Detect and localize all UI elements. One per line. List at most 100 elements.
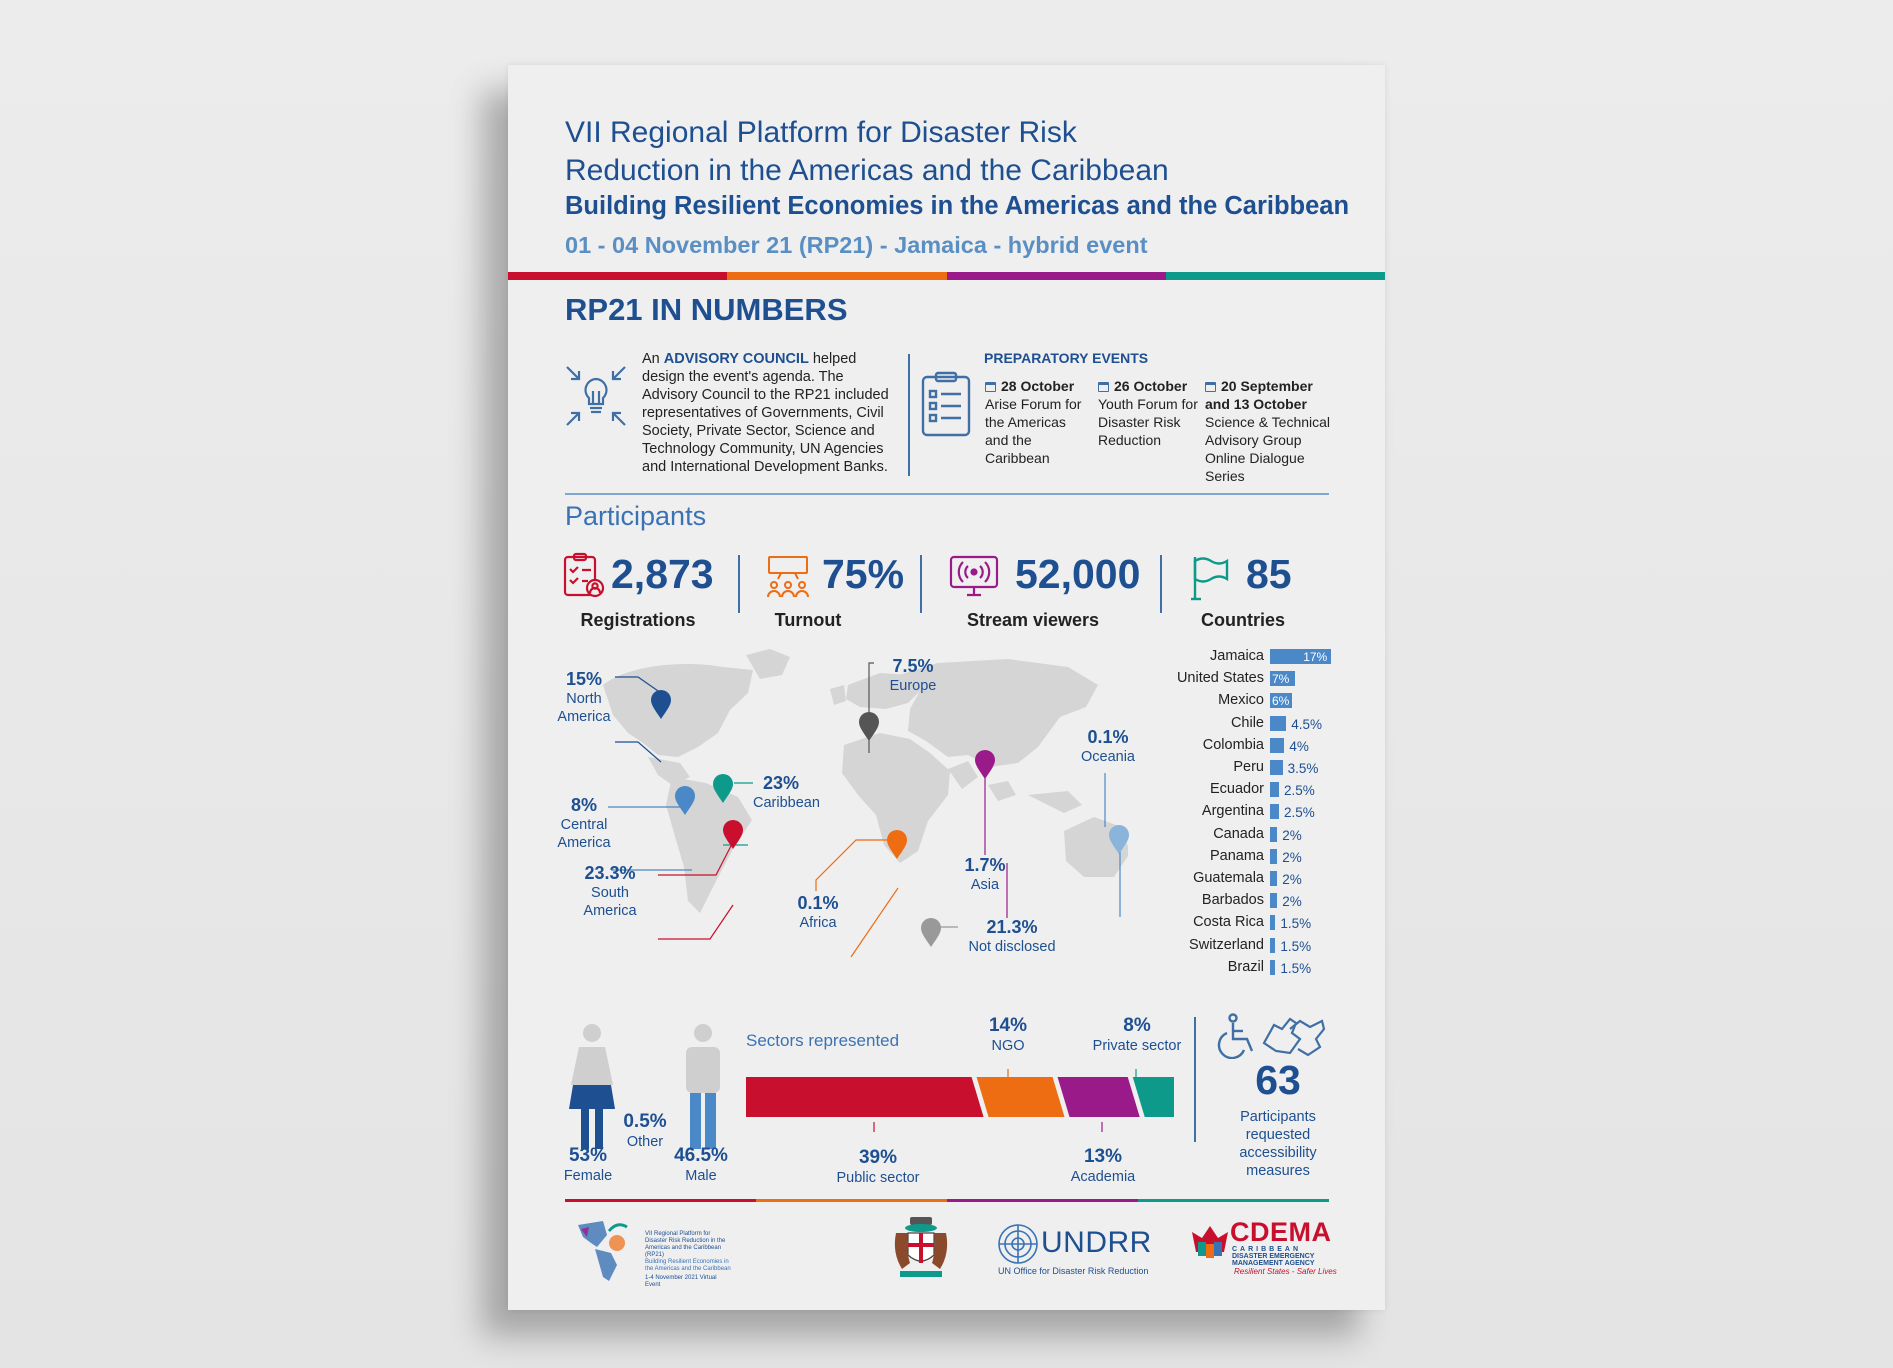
- clipboard-user-icon: [563, 552, 605, 598]
- prep-event-desc: Youth Forum for Disaster Risk Reduction: [1098, 396, 1198, 448]
- country-value-label: 4%: [1289, 738, 1309, 754]
- region-pct: 23.3%: [584, 863, 636, 883]
- gender-label: Other: [626, 1134, 664, 1150]
- prep-event-desc: Arise Forum for the Americas and the Car…: [985, 396, 1082, 466]
- region-name: Europe: [889, 678, 937, 694]
- region-label: 8%Central America: [548, 795, 620, 852]
- cdema-sub-3: MANAGEMENT AGENCY: [1232, 1260, 1315, 1267]
- map-pin-caribbean: [713, 774, 733, 803]
- country-name: Canada: [1213, 825, 1264, 842]
- country-name: Panama: [1209, 847, 1264, 864]
- country-value-label: 2%: [1282, 849, 1302, 865]
- country-bar: [1270, 826, 1278, 842]
- region-label: 23%Caribbean: [741, 773, 841, 812]
- undrr-logo-sub: UN Office for Disaster Risk Reduction: [998, 1266, 1149, 1276]
- sector-label: 13%Academia: [1063, 1146, 1143, 1186]
- map-pin-not-disclosed: [921, 918, 941, 947]
- stat-label: Registrations: [580, 610, 696, 630]
- advisory-highlight: ADVISORY COUNCIL: [663, 351, 809, 367]
- region-label: 1.7%Asia: [945, 855, 1025, 894]
- region-name: Not disclosed: [968, 939, 1056, 955]
- country-name: Peru: [1233, 759, 1264, 775]
- region-label: 0.1% Africa: [778, 893, 858, 932]
- sectors-bar: [746, 1077, 1174, 1117]
- calendar-icon: [1098, 382, 1109, 392]
- country-value-label: 3.5%: [1287, 761, 1319, 776]
- country-name: Jamaica: [1210, 648, 1264, 664]
- map-pin-oceania: [1109, 825, 1129, 854]
- wheelchair-icon: [1217, 1013, 1254, 1059]
- stat-value: 2,873: [611, 551, 714, 597]
- country-bar: [1270, 871, 1278, 886]
- region-label: 0.1%Oceania: [1068, 727, 1148, 766]
- rp21-logo: VII Regional Platform for Disaster Risk …: [573, 1217, 733, 1288]
- country-value-label: 2%: [1282, 872, 1302, 887]
- stat-label: Turnout: [774, 610, 842, 630]
- gender-pct: 46.5%: [674, 1145, 728, 1166]
- country-bar: [1270, 671, 1296, 687]
- sector-segment: [1132, 1077, 1174, 1117]
- region-name: South America: [583, 885, 637, 919]
- prep-event-date-text: 28 October: [1001, 378, 1075, 394]
- divider: [920, 555, 922, 613]
- audience-icon: [767, 556, 809, 598]
- accessibility-text: Participants requested accessibility mea…: [1239, 1109, 1317, 1179]
- prep-event-3: 20 September and 13 October Science & Te…: [1205, 377, 1340, 485]
- stat-label: Countries: [1200, 610, 1285, 630]
- country-bar: [1270, 959, 1276, 975]
- sector-label: 14%NGO: [968, 1015, 1048, 1055]
- cdema-sub-1: CARIBBEAN: [1232, 1246, 1301, 1253]
- poster-subtitle: Building Resilient Economies in the Amer…: [565, 192, 1350, 220]
- section-title: RP21 IN NUMBERS: [565, 292, 848, 327]
- region-name: North America: [557, 691, 611, 725]
- jamaica-coat-of-arms-icon: [894, 1217, 948, 1277]
- country-bar: [1270, 649, 1332, 664]
- prep-event-2: 26 October Youth Forum for Disaster Risk…: [1098, 377, 1198, 449]
- region-pct: 7.5%: [892, 656, 934, 676]
- divider: [738, 555, 740, 613]
- country-value-label: 1.5%: [1280, 938, 1312, 954]
- country-name: Brazil: [1227, 958, 1264, 975]
- title-line-1: VII Regional Platform for Disaster Risk: [565, 116, 1077, 149]
- divider: [1160, 555, 1162, 613]
- country-value-label: 2.5%: [1284, 805, 1315, 821]
- region-pct: 8%: [570, 795, 597, 815]
- sector-segment: [1057, 1077, 1140, 1117]
- cdema-tagline: Resilient States - Safer Lives: [1234, 1267, 1337, 1276]
- cdema-sub-2: DISASTER EMERGENCY: [1232, 1253, 1315, 1260]
- gender-pct: 0.5%: [623, 1111, 667, 1132]
- country-bar: [1270, 893, 1278, 909]
- broadcast-monitor-icon: [949, 555, 999, 597]
- country-bar: [1270, 848, 1278, 864]
- country-bar: [1270, 693, 1292, 709]
- region-label: 21.3% Not disclosed: [952, 917, 1072, 956]
- cdema-logo-sub: CARIBBEAN DISASTER EMERGENCY MANAGEMENT …: [1232, 1246, 1315, 1267]
- region-pct: 21.3%: [986, 917, 1038, 937]
- region-name: Africa: [799, 915, 837, 931]
- region-pct: 0.1%: [797, 893, 839, 913]
- cdema-emblem-icon: [1192, 1226, 1228, 1258]
- country-value-label: 1.5%: [1280, 960, 1312, 976]
- divider: [565, 493, 1329, 495]
- country-name: Guatemala: [1193, 870, 1264, 886]
- country-value-label: 17%: [1303, 650, 1328, 664]
- advisory-intro: An: [642, 351, 660, 367]
- prep-event-date: 26 October: [1098, 377, 1198, 395]
- female-figure-icon: [569, 1024, 615, 1149]
- prep-event-1: 28 October Arise Forum for the Americas …: [985, 377, 1085, 467]
- country-name: Ecuador: [1209, 781, 1264, 798]
- sector-name: Public sector: [836, 1170, 920, 1186]
- sector-pct: 39%: [858, 1147, 898, 1168]
- calendar-icon: [985, 382, 996, 392]
- map-pin-asia: [975, 750, 995, 779]
- country-name: Switzerland: [1189, 936, 1264, 953]
- sector-name: NGO: [991, 1038, 1025, 1054]
- map-pin-north-america: [651, 690, 671, 719]
- map-pin-europe: [859, 712, 879, 741]
- gender-label: Male: [685, 1168, 717, 1184]
- divider: [1194, 1017, 1196, 1142]
- country-name: United States: [1176, 670, 1264, 687]
- sector-name: Private sector: [1092, 1038, 1182, 1054]
- gender-label: Female: [563, 1168, 613, 1184]
- prep-event-date-text: 26 October: [1114, 378, 1188, 394]
